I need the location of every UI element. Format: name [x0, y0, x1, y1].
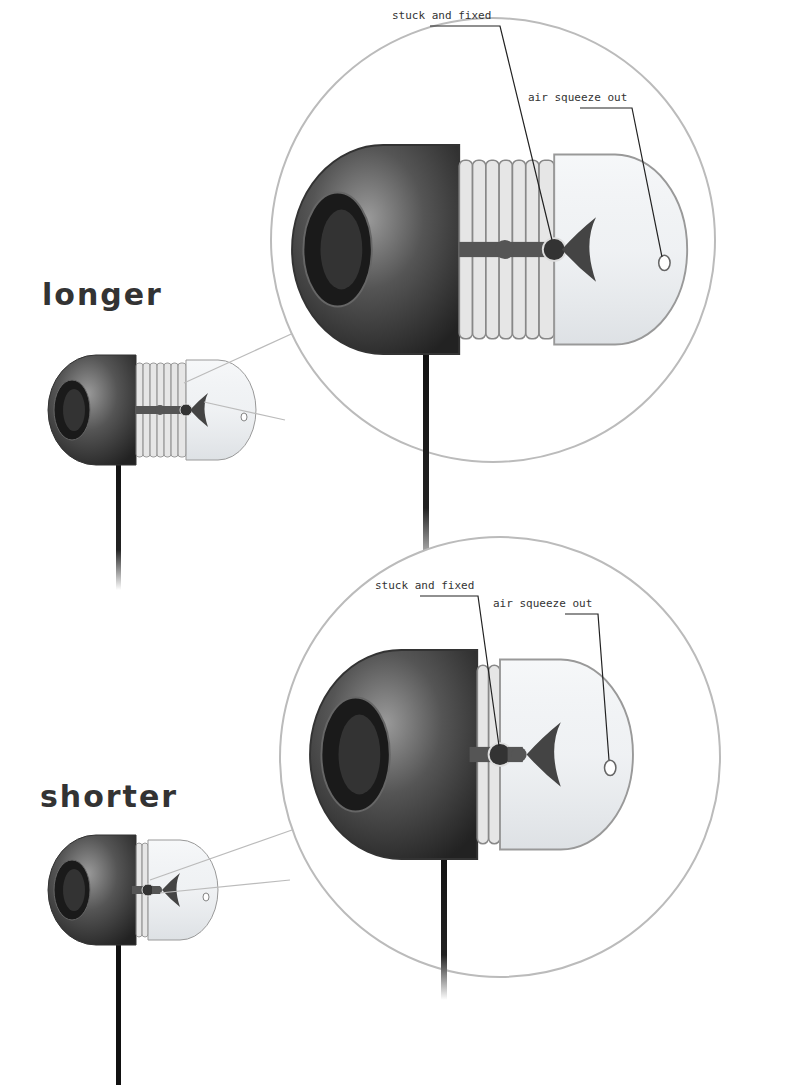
variant-title: shorter [40, 780, 178, 814]
zoom-line [150, 830, 292, 880]
magnifier-circle [280, 537, 720, 977]
cable [441, 850, 447, 1000]
part-label: stuck and fixed [392, 9, 491, 22]
leader-line [420, 596, 499, 746]
part-label: stuck and fixed [375, 579, 474, 592]
variant-title: longer [42, 278, 163, 312]
leader-line [565, 614, 609, 760]
zoom-line [160, 880, 290, 893]
zoom-line [204, 402, 285, 420]
earbud-large [310, 650, 633, 859]
zoom-line [184, 330, 300, 383]
magnifier-circle [271, 18, 715, 462]
cable [116, 935, 121, 1085]
leader-line [580, 108, 662, 257]
earbud-small [48, 355, 256, 465]
part-label: air squeeze out [528, 91, 627, 104]
earbud-large [292, 145, 687, 354]
cable [423, 340, 429, 580]
part-label: air squeeze out [493, 597, 592, 610]
leader-line [430, 26, 552, 240]
cable [116, 455, 121, 590]
